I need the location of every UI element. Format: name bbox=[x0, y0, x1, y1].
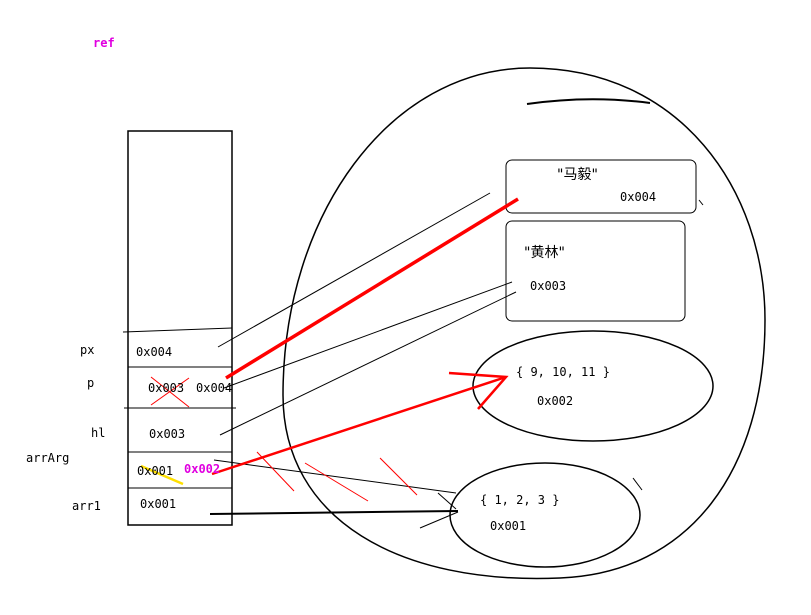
diagram-title: ref bbox=[93, 36, 115, 50]
heap-string-ma-text: "马毅" bbox=[557, 167, 598, 183]
value-arrarg-old: 0x001 bbox=[137, 464, 174, 478]
strike-mark-1 bbox=[256, 451, 295, 492]
heap-string-huang-addr: 0x003 bbox=[530, 279, 567, 293]
arrow-arrarg-old-head-a bbox=[437, 492, 457, 510]
heap-string-ma-box bbox=[505, 159, 697, 214]
label-p: p bbox=[87, 376, 95, 390]
ref-arr1-to-array bbox=[209, 510, 459, 515]
label-px: px bbox=[80, 343, 95, 357]
heap-string-huang-text: "黄林" bbox=[524, 245, 565, 261]
label-arr1: arr1 bbox=[72, 499, 101, 513]
ref-p-old-to-huang bbox=[223, 281, 513, 389]
heap-array-001-ellipse bbox=[449, 462, 641, 568]
value-arrarg-new: 0x002 bbox=[184, 462, 221, 476]
value-arr1: 0x001 bbox=[140, 497, 177, 511]
heap-string-huang-box bbox=[505, 220, 686, 322]
label-arrarg: arrArg bbox=[26, 451, 70, 465]
heap-array-001-addr: 0x001 bbox=[490, 519, 527, 533]
heap-array-001-text: { 1, 2, 3 } bbox=[480, 493, 560, 507]
value-hl: 0x003 bbox=[149, 427, 186, 441]
stack-frame bbox=[122, 130, 236, 526]
strike-mark-2 bbox=[304, 462, 369, 502]
heap-string-ma-tick bbox=[698, 199, 704, 206]
heap-array-002-ellipse bbox=[472, 330, 714, 442]
ref-arrarg-new-to-array002 bbox=[211, 375, 507, 476]
strike-mark-3 bbox=[379, 457, 418, 496]
label-hl: hl bbox=[91, 426, 106, 440]
heap-boundary bbox=[282, 67, 766, 580]
ref-arrarg-old-to-arr1 bbox=[213, 459, 457, 494]
yellow-strike-arrarg-old bbox=[140, 464, 184, 486]
heap-array-001-stroke-mark bbox=[632, 477, 643, 491]
heap-array-002-addr: 0x002 bbox=[537, 394, 574, 408]
value-px: 0x004 bbox=[136, 345, 173, 359]
heap-array-002-text: { 9, 10, 11 } bbox=[516, 365, 610, 379]
arrow-arrarg-old-head-b bbox=[419, 511, 459, 529]
ref-p-new-to-ma bbox=[225, 197, 519, 380]
heap-boundary-arc-mark bbox=[526, 98, 651, 105]
heap-string-ma-addr: 0x004 bbox=[620, 190, 657, 204]
ref-hl-to-huang bbox=[219, 291, 517, 436]
ref-px-to-ma bbox=[217, 192, 491, 348]
value-p-new: 0x004 bbox=[196, 381, 233, 395]
cross-out-p-old-b bbox=[150, 377, 190, 406]
value-p-old: 0x003 bbox=[148, 381, 185, 395]
arrow-head-array002 bbox=[448, 371, 509, 410]
